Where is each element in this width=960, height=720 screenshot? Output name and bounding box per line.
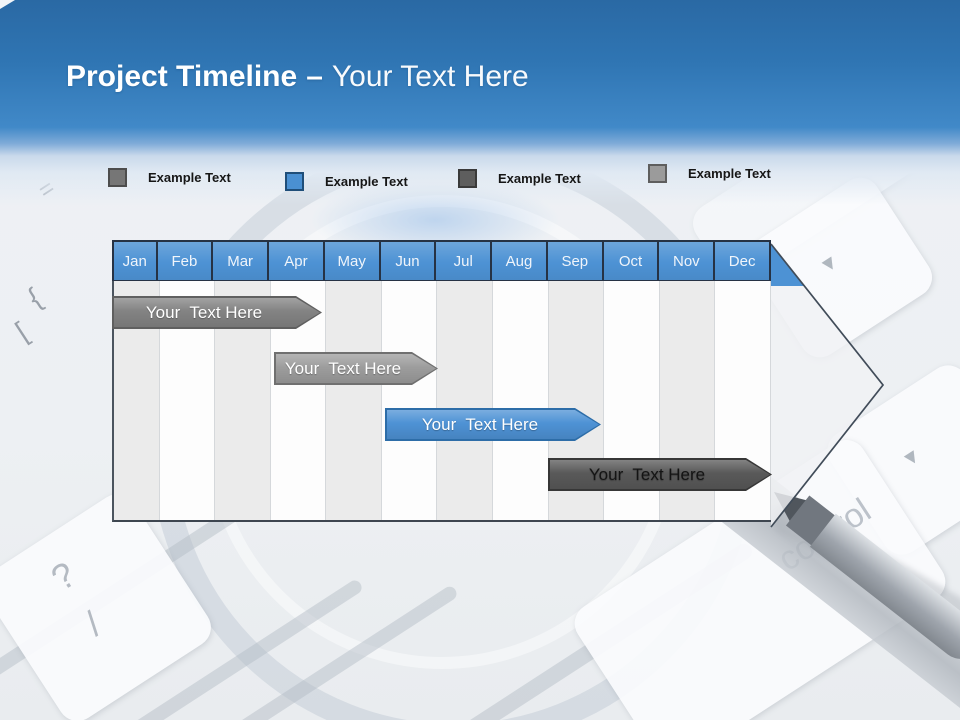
month-cell: Oct	[603, 242, 660, 280]
bar-label: Your Text Here	[284, 358, 402, 378]
grid-column	[437, 281, 494, 520]
legend-swatch	[108, 168, 127, 187]
gantt-bar-2: Your Text Here	[274, 352, 438, 385]
month-cell: Nov	[659, 242, 716, 280]
bar-label: Your Text Here	[421, 414, 539, 434]
legend-item: Example Text	[108, 168, 231, 187]
month-cell: Jun	[380, 242, 437, 280]
header-band: Project Timeline–Your Text Here	[0, 0, 960, 205]
month-cell: Feb	[157, 242, 214, 280]
legend-label: Example Text	[498, 171, 581, 186]
month-cell: Jul	[436, 242, 493, 280]
legend-swatch	[458, 169, 477, 188]
gantt-bar-3: Your Text Here	[385, 408, 601, 441]
legend-label: Example Text	[148, 170, 231, 185]
grid-column	[326, 281, 382, 520]
bar-label: Your Text Here	[145, 302, 263, 322]
timeline-arrow-tip	[770, 243, 885, 528]
gantt-bar-4: Your Text Here	[548, 458, 772, 491]
legend-item: Example Text	[458, 169, 581, 188]
legend-item: Example Text	[648, 164, 771, 183]
month-header-row: Jan Feb Mar Apr May Jun Jul Aug Sep Oct …	[112, 240, 771, 281]
grid-column	[493, 281, 549, 520]
title-dash: –	[306, 60, 323, 93]
legend-label: Example Text	[325, 174, 408, 189]
slide-title: Project Timeline–Your Text Here	[66, 60, 529, 94]
legend-swatch	[648, 164, 667, 183]
bar-fill	[114, 298, 320, 327]
month-cell: Apr	[269, 242, 325, 280]
month-cell: Dec	[715, 242, 771, 280]
gantt-bar-1: Your Text Here	[112, 296, 322, 329]
bar-fill	[276, 354, 436, 383]
month-cell: May	[324, 242, 381, 280]
month-cell: Sep	[547, 242, 604, 280]
title-light: Your Text Here	[331, 60, 529, 93]
grid-column	[381, 281, 438, 520]
month-cell: Jan	[112, 242, 158, 280]
arrow-tip-fill	[771, 244, 883, 527]
bar-fill	[387, 410, 599, 439]
legend-item: Example Text	[285, 172, 408, 191]
corner-notch	[0, 0, 15, 9]
arrow-tip-outline	[770, 243, 885, 528]
legend-swatch	[285, 172, 304, 191]
bar-fill	[550, 460, 770, 489]
title-bold: Project Timeline	[66, 60, 298, 93]
month-cell: Aug	[492, 242, 548, 280]
bar-label: Your Text Here	[588, 464, 706, 484]
legend-label: Example Text	[688, 166, 771, 181]
month-cell: Mar	[213, 242, 270, 280]
